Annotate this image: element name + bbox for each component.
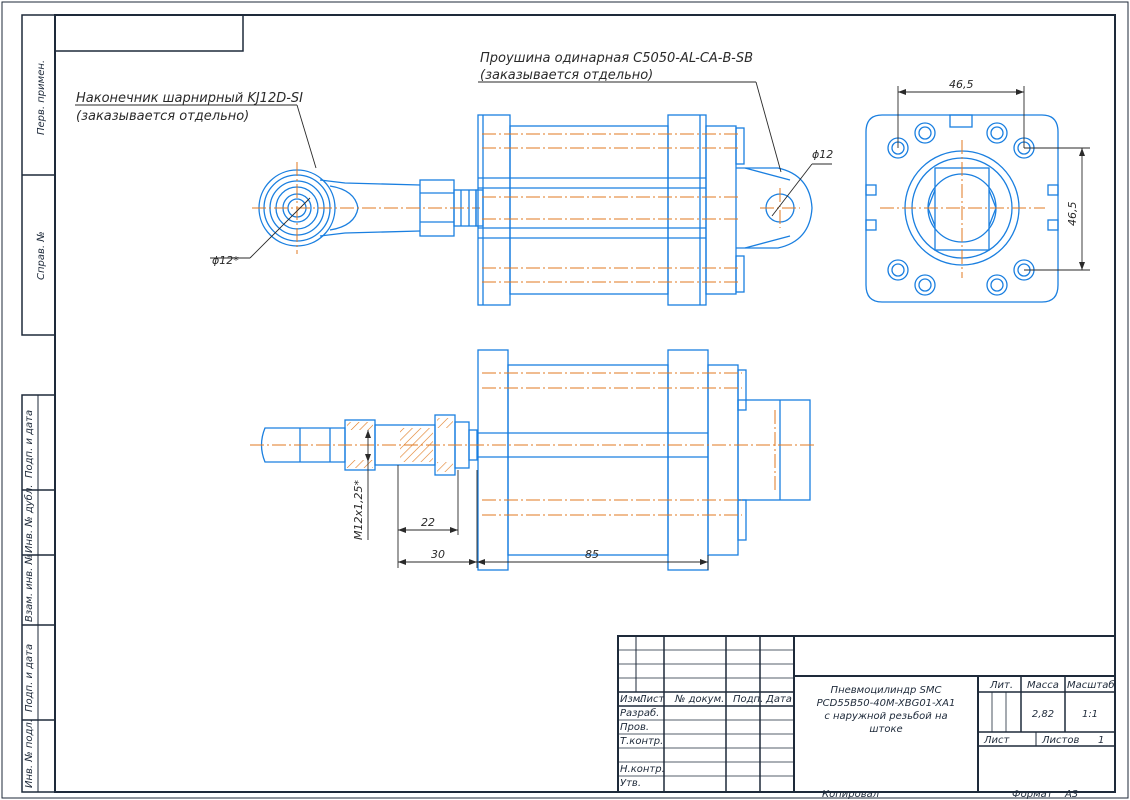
stamp-podp-data-2: Подп. и дата: [24, 644, 35, 712]
tb-scale-value: 1:1: [1082, 709, 1098, 720]
tb-scale-label: Масштаб: [1067, 679, 1115, 691]
dim-thread-len: 22: [421, 516, 435, 529]
stamp-perv-primen: Перв. примен.: [36, 60, 47, 135]
tb-row-razrab: Разраб.: [620, 707, 659, 719]
dim-flange-width: 46,5: [949, 78, 974, 91]
tb-format-value: A3: [1064, 789, 1078, 800]
cylinder-top-view: [475, 114, 813, 306]
tb-row-utv: Утв.: [620, 778, 641, 789]
rod-end-note-line2: (заказывается отдельно): [76, 109, 249, 124]
tb-mass-label: Масса: [1027, 680, 1059, 691]
dim-clevis-hole: ϕ12: [812, 148, 833, 161]
tb-col-list: Лист: [638, 694, 666, 705]
tb-col-izm: Изм.: [620, 694, 644, 705]
tb-copied: Копировал: [822, 789, 880, 800]
title-block: [617, 635, 1116, 793]
dimension-arrows: [365, 89, 1085, 565]
tb-lit-label: Лит.: [989, 680, 1013, 691]
side-view-centerlines: [250, 372, 815, 516]
cylinder-side-view: [260, 349, 811, 571]
tb-sheets-value: 1: [1098, 735, 1104, 746]
tb-mass-value: 2,82: [1032, 709, 1054, 720]
tb-format-label: Формат: [1012, 789, 1054, 800]
dim-body-len: 85: [585, 548, 599, 561]
dim-flange-height: 46,5: [1066, 202, 1079, 227]
tb-name-line1: Пневмоцилиндр SMC: [831, 685, 942, 696]
side-stamp: [21, 14, 56, 793]
tb-name-line2: PCD55B50-40M-XBG01-XA1: [817, 698, 956, 709]
dim-rod-len: 30: [431, 548, 445, 561]
tb-row-tkontr: Т.контр.: [620, 736, 663, 747]
dim-thread: M12x1,25*: [352, 480, 365, 540]
tb-name-line4: штоке: [869, 724, 902, 735]
clevis-note-line1: Проушина одинарная C5050-AL-CA-B-SB: [480, 51, 753, 66]
rod-end-note-line1: Наконечник шарнирный KJ12D-SI: [76, 91, 303, 106]
tb-sheet-label: Лист: [983, 735, 1011, 746]
cylinder-top-centerlines: [482, 133, 800, 283]
tb-row-nkontr: Н.контр.: [620, 764, 665, 775]
stamp-inv-dubl: Инв. № дубл.: [23, 485, 35, 553]
tb-col-doc: № докум.: [674, 694, 724, 705]
stamp-vzam-inv: Взам. инв. №: [24, 554, 35, 622]
tb-name-line3: с наружной резьбой на: [824, 710, 947, 722]
stamp-sprav-no: Справ. №: [36, 231, 47, 280]
flange-centerlines: [880, 140, 1045, 278]
stamp-inv-podl: Инв. № подл.: [24, 719, 35, 788]
rod-end-centerlines: [252, 162, 480, 254]
tb-col-podp: Подп.: [733, 694, 763, 705]
dim-rod-end-hole: ϕ12*: [212, 254, 239, 267]
dimension-lines: [75, 81, 1090, 570]
stamp-podp-data-1: Подп. и дата: [24, 410, 35, 478]
tb-row-prov: Пров.: [620, 722, 649, 733]
top-corner-box: [54, 14, 244, 52]
clevis-note-line2: (заказывается отдельно): [480, 68, 653, 83]
tb-col-data: Дата: [765, 694, 792, 705]
tb-sheets-label: Листов: [1041, 735, 1079, 746]
